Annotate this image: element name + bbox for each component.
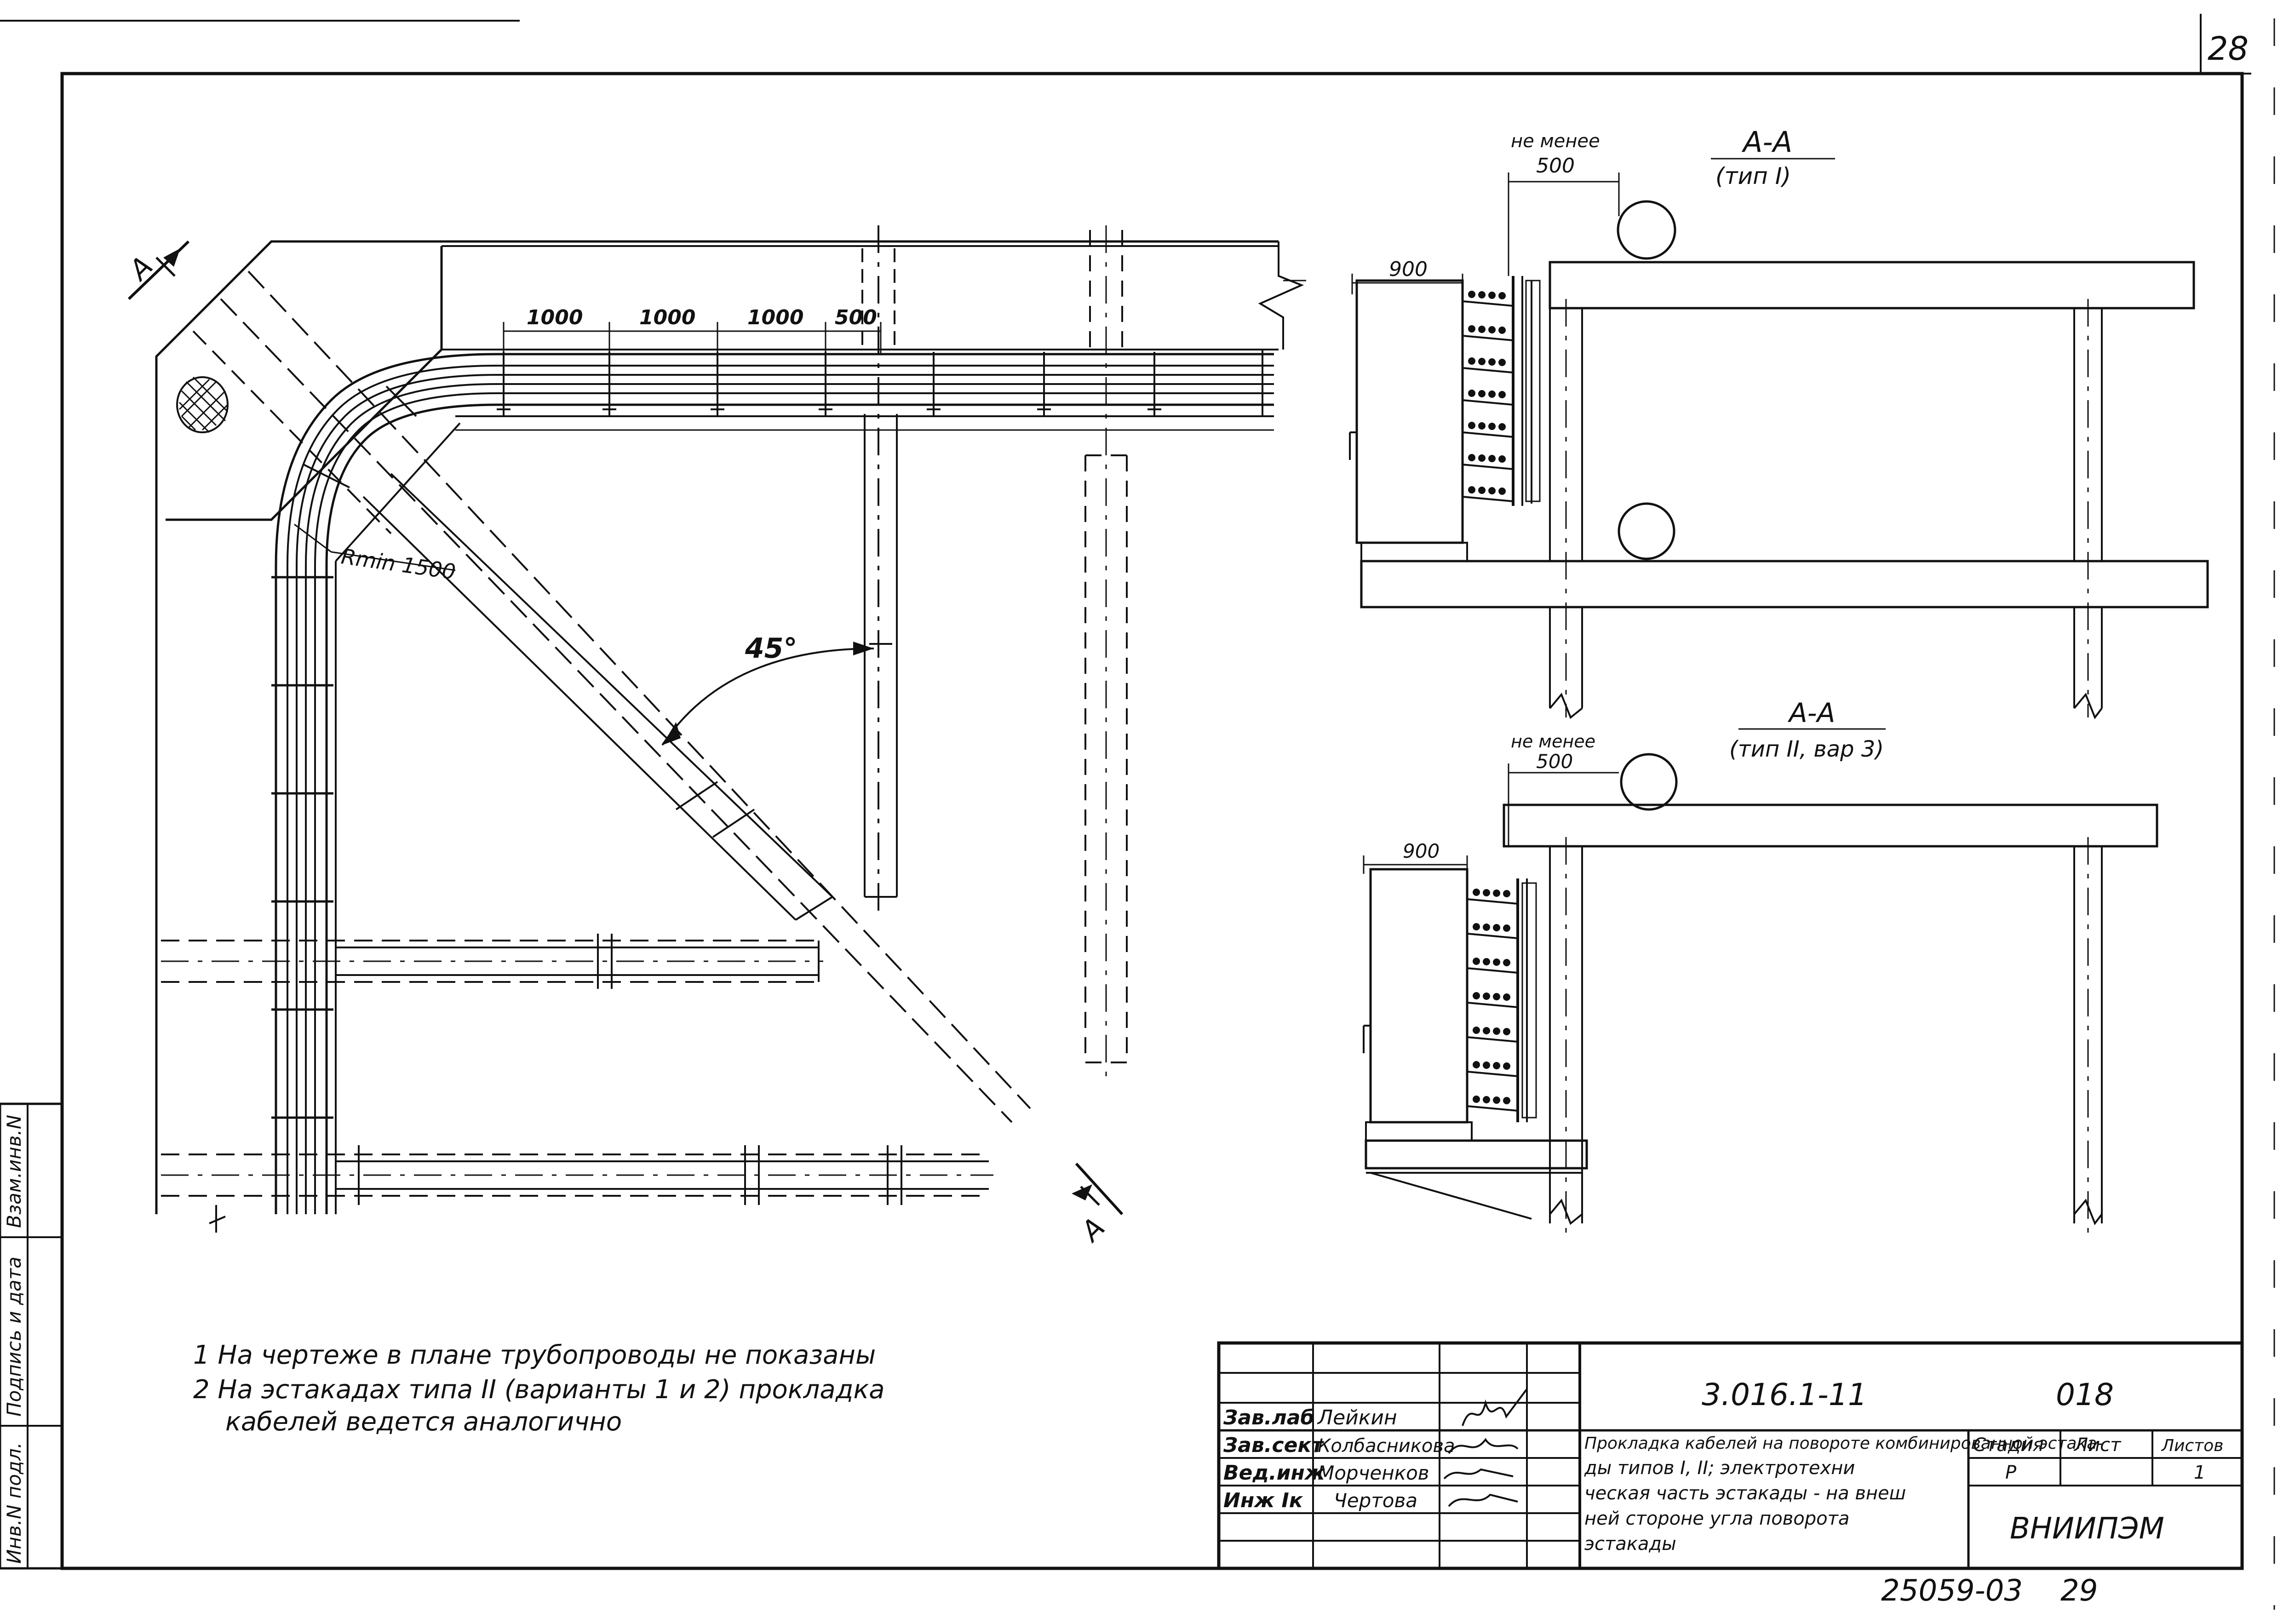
- radius-label: Rmin 1500: [339, 544, 457, 584]
- signature-role-3: Вед.инж: [1223, 1461, 1325, 1485]
- spacing-label-1: 1000: [527, 306, 583, 329]
- note-1: 1 На чертеже в плане трубопроводы не пок…: [193, 1340, 876, 1370]
- bottom-number: 25059-03: [1881, 1574, 2023, 1608]
- angle-arc: [661, 642, 874, 746]
- stamp-inv-podl: Инв.N подл.: [3, 1442, 25, 1564]
- title-block: [1217, 1341, 2244, 1570]
- section-type2-dimensions: [1363, 728, 1886, 874]
- side-stamp: [0, 1102, 63, 1570]
- cable-supports-vertical: [271, 576, 333, 1119]
- signature-name-3: Морченков: [1318, 1462, 1429, 1484]
- description-line-3: ческая часть эстакады - на внеш: [1584, 1483, 1906, 1504]
- designation: 3.016.1-11: [1702, 1377, 1867, 1412]
- section-type2-cables: [1473, 889, 1510, 1104]
- bottom-page: 29: [2060, 1574, 2098, 1608]
- spacing-dimension: [503, 322, 882, 354]
- section-mark-top: [127, 240, 190, 300]
- note-3: кабелей ведется аналогично: [225, 1407, 622, 1437]
- signature-role-4: Инж Iк: [1223, 1489, 1303, 1512]
- lower-member-2: [161, 1145, 993, 1205]
- signature-name-4: Чертова: [1334, 1489, 1417, 1512]
- section-type2-width-value: 900: [1403, 840, 1440, 862]
- section-type1-trays: [1462, 300, 1514, 502]
- section-type2-drawing: [1363, 753, 2158, 1233]
- section-mark-bottom-label: A: [1074, 1211, 1111, 1249]
- description-line-1: Прокладка кабелей на повороте комбиниров…: [1584, 1434, 2103, 1453]
- angle-label: 45°: [745, 632, 797, 665]
- section-type1-width-value: 900: [1389, 258, 1428, 281]
- cable-supports-horizontal: [497, 352, 1161, 416]
- section-type2-trays: [1467, 898, 1518, 1112]
- sheets-value: 1: [2194, 1462, 2205, 1483]
- sheet-frame: [0, 14, 2275, 1610]
- section-type1-drawing: [1349, 200, 2209, 720]
- section-type1-subtitle: (тип I): [1715, 163, 1791, 189]
- section-type2-clearance-note: не менее: [1511, 731, 1595, 752]
- section-type1-dimensions: [1351, 158, 1835, 294]
- trestle-outline: [155, 240, 1279, 1214]
- cable-route-vertical: [275, 422, 461, 1214]
- stage-header: Стадия: [1973, 1435, 2043, 1456]
- diagonal-branch: [192, 270, 1031, 1123]
- note-2: 2 На эстакадах типа II (варианты 1 и 2) …: [193, 1375, 885, 1405]
- signature-marks: [1443, 1388, 1528, 1507]
- signature-name-1: Лейкин: [1317, 1406, 1397, 1429]
- section-mark-top-label: A: [122, 250, 159, 287]
- stamp-vzam-inv: Взам.инв.N: [3, 1115, 25, 1228]
- description-line-5: эстакады: [1584, 1533, 1676, 1555]
- section-type1-cables: [1468, 291, 1506, 495]
- description-line-4: ней стороне угла поворота: [1584, 1508, 1849, 1529]
- floor-grating: [176, 376, 229, 433]
- section-type1-clearance-note: не менее: [1511, 131, 1600, 152]
- spacing-label-4: 500: [835, 306, 877, 329]
- cable-bend: [275, 353, 497, 566]
- lower-member-1: [161, 934, 823, 989]
- section-mark-bottom: [1072, 1162, 1124, 1216]
- section-type2-clearance-value: 500: [1536, 750, 1573, 773]
- column-strip: [861, 225, 898, 920]
- section-type2-subtitle: (тип II, вар 3): [1729, 736, 1884, 762]
- section-type1-title: А-А: [1741, 125, 1792, 159]
- spacing-label-3: 1000: [747, 306, 803, 329]
- organization: ВНИИПЭМ: [2010, 1512, 2164, 1546]
- sheet-header: Лист: [2073, 1435, 2122, 1456]
- plan-view: 1000 1000 1000 500: [155, 225, 1306, 1233]
- stamp-podpis-data: Подпись и дата: [3, 1257, 25, 1417]
- column-dashed: [1084, 230, 1128, 1063]
- spacing-label-2: 1000: [639, 306, 695, 329]
- signature-role-1: Зав.лаб: [1223, 1406, 1314, 1429]
- description-line-2: ды типов I, II; электротехни: [1584, 1458, 1855, 1479]
- signature-name-2: Колбасникова: [1318, 1435, 1455, 1457]
- page-number: 28: [2208, 30, 2249, 68]
- sheets-header: Листов: [2161, 1436, 2223, 1455]
- signature-role-2: Зав.сект: [1223, 1434, 1324, 1457]
- sheet-code: 018: [2056, 1377, 2114, 1412]
- section-type1-clearance-value: 500: [1536, 154, 1575, 178]
- stage-value: Р: [2005, 1462, 2017, 1483]
- section-type2-title: А-А: [1787, 697, 1835, 729]
